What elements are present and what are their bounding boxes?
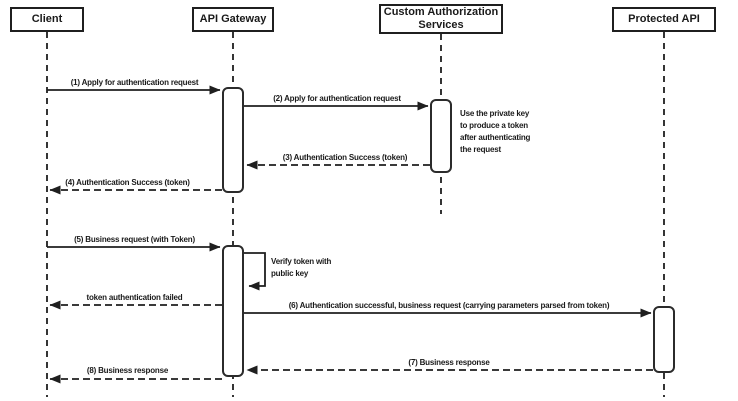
message-label-1: (1) Apply for authentication request bbox=[70, 78, 199, 87]
participant-protected-api: Protected API bbox=[612, 7, 716, 32]
activation-api-gateway-1 bbox=[222, 87, 244, 193]
message-label-6: (6) Authentication successful, business … bbox=[288, 301, 610, 310]
message-label-5: (5) Business request (with Token) bbox=[74, 235, 195, 244]
activation-protected-api bbox=[653, 306, 675, 373]
message-arrow-self-verify-token bbox=[244, 252, 266, 291]
note-private-key: Use the private key to produce a token a… bbox=[460, 109, 531, 154]
participant-api-gateway: API Gateway bbox=[192, 7, 274, 32]
message-label-token-failed: token authentication failed bbox=[86, 293, 183, 302]
message-label-7: (7) Business response bbox=[408, 358, 490, 367]
participant-protected-api-label: Protected API bbox=[628, 13, 700, 26]
activation-api-gateway-2 bbox=[222, 245, 244, 377]
participant-api-gateway-label: API Gateway bbox=[199, 13, 267, 26]
message-label-2: (2) Apply for authentication request bbox=[273, 94, 401, 103]
participant-custom-authorization-services-label: Custom Authorization Services bbox=[383, 6, 499, 31]
message-label-verify-token: Verify token with public key bbox=[271, 257, 332, 278]
message-label-3: (3) Authentication Success (token) bbox=[282, 153, 408, 162]
participant-client: Client bbox=[10, 7, 84, 32]
message-label-8: (8) Business response bbox=[86, 366, 169, 375]
participant-client-label: Client bbox=[31, 13, 63, 26]
participant-custom-authorization-services: Custom Authorization Services bbox=[379, 4, 503, 34]
message-label-4: (4) Authentication Success (token) bbox=[65, 178, 190, 187]
